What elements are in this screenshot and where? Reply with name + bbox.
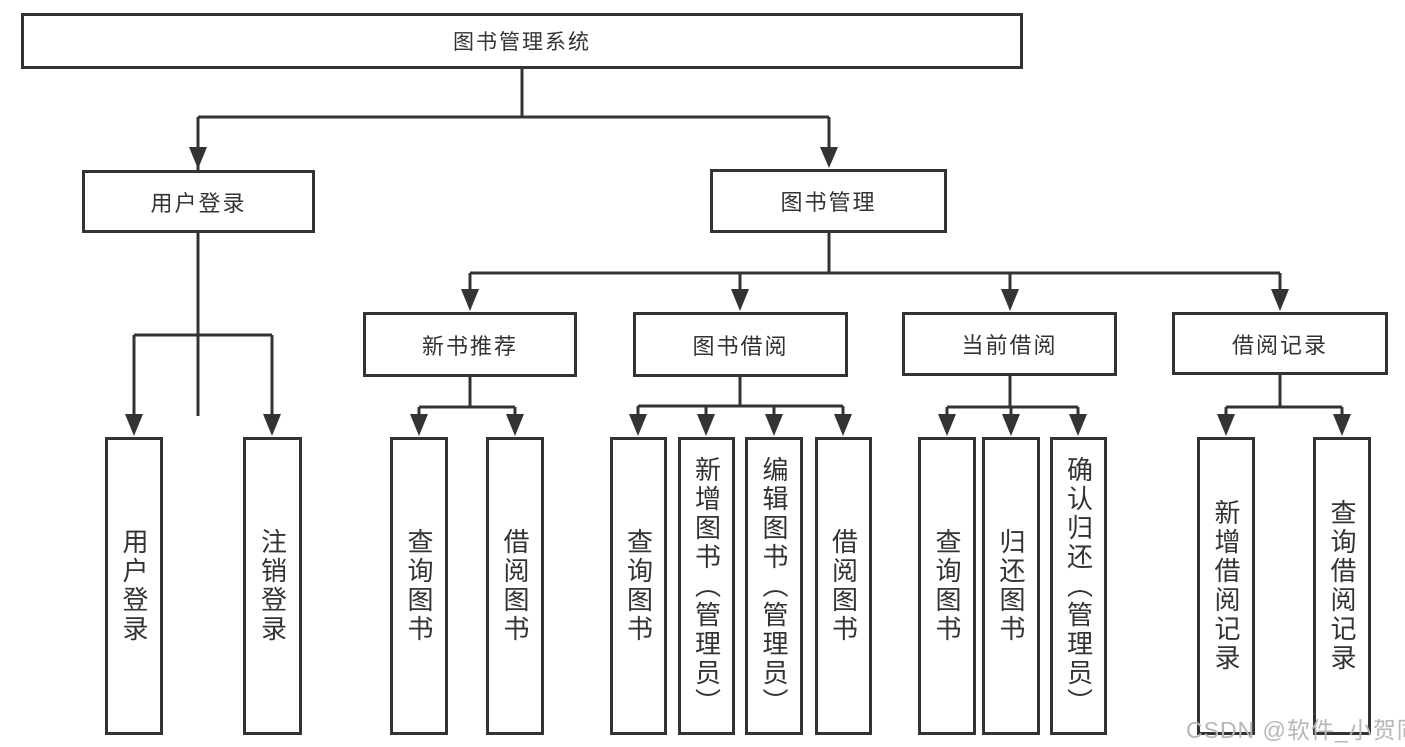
arrow-to-leaf-borrow-books-2: [834, 414, 852, 436]
connector-userlogin-to-children: [132, 233, 274, 416]
node-label: 查询图书: [623, 528, 654, 644]
arrow-to-leaf-logout: [263, 414, 281, 436]
leaf-query-books-2: 查询图书: [610, 437, 667, 735]
arrow-to-leaf-edit-book: [765, 414, 783, 436]
node-label: 查询图书: [932, 528, 962, 644]
arrow-to-leaf-return-books: [1002, 414, 1020, 436]
node-label: 借阅记录: [1231, 332, 1328, 358]
arrow-to-leaf-confirm-return: [1069, 414, 1087, 436]
leaf-add-borrow-record: 新增借阅记录: [1197, 437, 1255, 735]
csdn-watermark: CSDN @软件_小贺同学: [1186, 717, 1405, 743]
node-borrow-records: 借阅记录: [1172, 312, 1388, 375]
node-book-borrowing: 图书借阅: [633, 312, 848, 377]
node-label: 归还图书: [996, 528, 1026, 644]
connector-current-to-children: [945, 376, 1080, 416]
node-label: 注销登录: [257, 528, 288, 644]
arrow-to-current-borrowing: [1001, 289, 1019, 311]
leaf-add-book-admin: 新增图书（管理员）: [678, 437, 735, 735]
leaf-borrow-books-2: 借阅图书: [815, 437, 872, 735]
node-label: 借阅图书: [828, 528, 859, 644]
node-label: 新书推荐: [421, 333, 518, 359]
node-new-book-recommend: 新书推荐: [363, 312, 577, 377]
arrow-to-leaf-query-books-3: [938, 414, 956, 436]
arrow-to-borrow-records: [1271, 289, 1289, 311]
arrowheads: [125, 147, 1351, 436]
node-label: 确认归还（管理员）: [1063, 455, 1094, 717]
leaf-edit-book-admin: 编辑图书（管理员）: [745, 437, 803, 735]
leaf-query-books-3: 查询图书: [918, 437, 976, 735]
connector-bookmgmt-to-level3: [468, 233, 1282, 291]
leaf-return-books: 归还图书: [982, 437, 1040, 735]
leaf-borrow-books-1: 借阅图书: [486, 437, 544, 735]
arrow-to-leaf-query-record: [1333, 414, 1351, 436]
node-current-borrowing: 当前借阅: [902, 312, 1117, 376]
arrow-to-book-management: [820, 147, 838, 168]
node-label: 用户登录: [150, 190, 247, 216]
node-label: 借阅图书: [500, 528, 530, 644]
connector-root-to-level2: [196, 69, 831, 416]
arrow-to-leaf-borrow-books-1: [506, 414, 524, 436]
leaf-confirm-return-admin: 确认归还（管理员）: [1050, 437, 1107, 735]
connector-records-to-children: [1224, 375, 1344, 416]
arrow-to-leaf-user-login: [125, 414, 143, 436]
connector-newbook-to-children: [417, 377, 517, 416]
node-system: 图书管理系统: [21, 13, 1023, 69]
node-book-management: 图书管理: [710, 169, 947, 233]
arrow-to-book-borrowing: [731, 289, 749, 311]
leaf-logout: 注销登录: [243, 437, 302, 735]
leaf-query-borrow-record: 查询借阅记录: [1313, 437, 1371, 735]
node-label: 查询借阅记录: [1327, 499, 1357, 673]
node-label: 图书借阅: [692, 333, 789, 359]
connector-borrowing-to-children: [636, 377, 845, 416]
node-user-login: 用户登录: [82, 170, 315, 233]
node-label: 新增借阅记录: [1211, 499, 1241, 673]
node-label: 编辑图书（管理员）: [759, 455, 789, 717]
node-label: 图书管理系统: [453, 31, 591, 54]
arrow-to-leaf-query-books-2: [629, 414, 647, 436]
arrow-to-new-book-recommend: [461, 289, 479, 311]
node-label: 查询图书: [404, 528, 434, 644]
arrow-to-leaf-add-record: [1217, 414, 1235, 436]
arrow-to-leaf-query-books-1: [410, 414, 428, 436]
node-label: 新增图书（管理员）: [691, 455, 722, 717]
node-label: 用户登录: [119, 528, 149, 644]
arrow-to-leaf-add-book: [697, 414, 715, 436]
node-label: 当前借阅: [961, 333, 1058, 358]
node-label: 图书管理: [780, 190, 877, 215]
arrow-to-user-login: [189, 147, 207, 169]
leaf-user-login: 用户登录: [105, 437, 163, 735]
leaf-query-books-1: 查询图书: [390, 437, 448, 735]
